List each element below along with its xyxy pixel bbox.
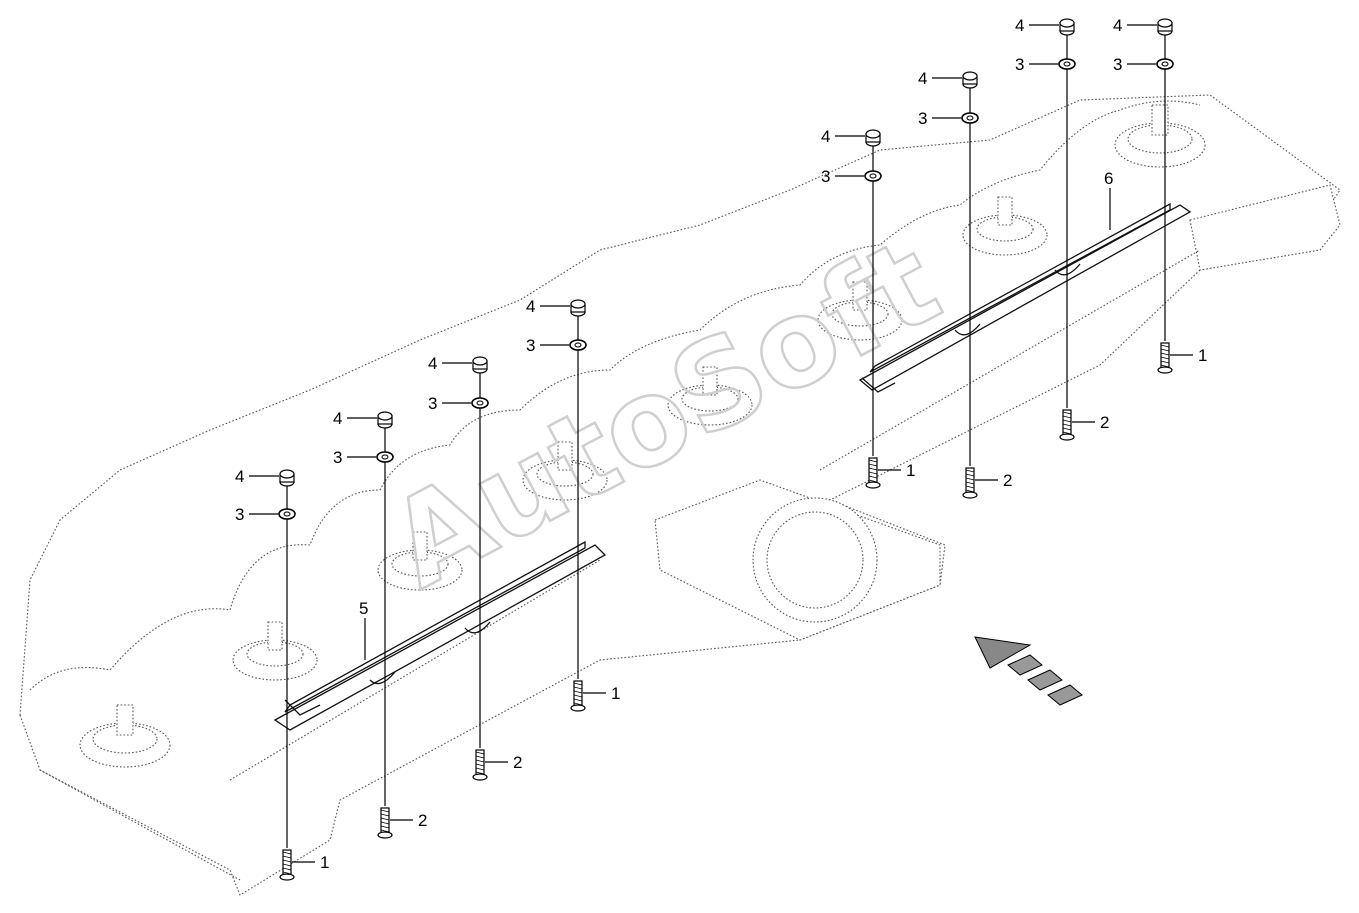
hex-nut	[962, 71, 978, 89]
callout-4: 4	[1015, 16, 1024, 35]
callout-4: 4	[235, 467, 244, 486]
disc-hub	[232, 621, 318, 681]
cutter-bar-frame	[19, 94, 1341, 896]
hex-nut	[1157, 18, 1173, 36]
washer	[1058, 58, 1076, 70]
hex-nut	[472, 356, 488, 374]
callout-3: 3	[333, 448, 342, 467]
screw	[962, 467, 978, 499]
guard-left	[273, 540, 607, 731]
callout-3: 3	[918, 109, 927, 128]
callout-2: 2	[1003, 471, 1012, 490]
washer	[471, 397, 489, 409]
disc-hub	[522, 441, 608, 501]
bolt	[865, 457, 881, 489]
screw	[472, 749, 488, 781]
callout-4: 4	[526, 297, 535, 316]
disc-hubs	[79, 104, 1206, 768]
bolt	[279, 849, 295, 881]
hex-nut	[377, 411, 393, 429]
washer	[1156, 58, 1174, 70]
callout-5: 5	[359, 599, 368, 618]
callout-2: 2	[513, 753, 522, 772]
disc-hub	[667, 366, 753, 426]
callout-1: 1	[611, 684, 620, 703]
washer	[961, 112, 979, 124]
callout-3: 3	[1015, 55, 1024, 74]
washer	[569, 339, 587, 351]
callout-4: 4	[821, 127, 830, 146]
washer	[376, 451, 394, 463]
direction-arrow	[974, 636, 1083, 706]
bolt	[570, 680, 586, 712]
callout-6: 6	[1104, 169, 1113, 188]
hex-nut	[1059, 18, 1075, 36]
callout-3: 3	[1113, 55, 1122, 74]
screw	[377, 807, 393, 839]
disc-hub	[79, 704, 171, 768]
washer	[278, 508, 296, 520]
callout-4: 4	[1113, 16, 1122, 35]
fastener-assemblies: 4 3 1 4 3 2 4 3 2 4 3 1 4 3 1 4 3 2 4 3 2 4 3 1 5 6	[235, 16, 1207, 881]
callout-3: 3	[821, 167, 830, 186]
hex-nut	[279, 469, 295, 487]
screw	[1059, 409, 1075, 441]
callout-1: 1	[320, 853, 329, 872]
hex-nut	[570, 299, 586, 317]
callout-2: 2	[1100, 413, 1109, 432]
hex-nut	[865, 129, 881, 147]
callout-3: 3	[235, 505, 244, 524]
callout-4: 4	[333, 409, 342, 428]
callout-4: 4	[918, 69, 927, 88]
bolt	[1157, 342, 1173, 374]
disc-hub	[817, 281, 903, 341]
callout-2: 2	[418, 811, 427, 830]
callout-1: 1	[1198, 346, 1207, 365]
disc-hub	[962, 196, 1048, 256]
callout-3: 3	[428, 394, 437, 413]
disc-hub	[1114, 104, 1206, 168]
disc-hub	[377, 531, 463, 591]
callout-4: 4	[428, 354, 437, 373]
washer	[864, 170, 882, 182]
callout-3: 3	[526, 336, 535, 355]
callout-1: 1	[906, 461, 915, 480]
